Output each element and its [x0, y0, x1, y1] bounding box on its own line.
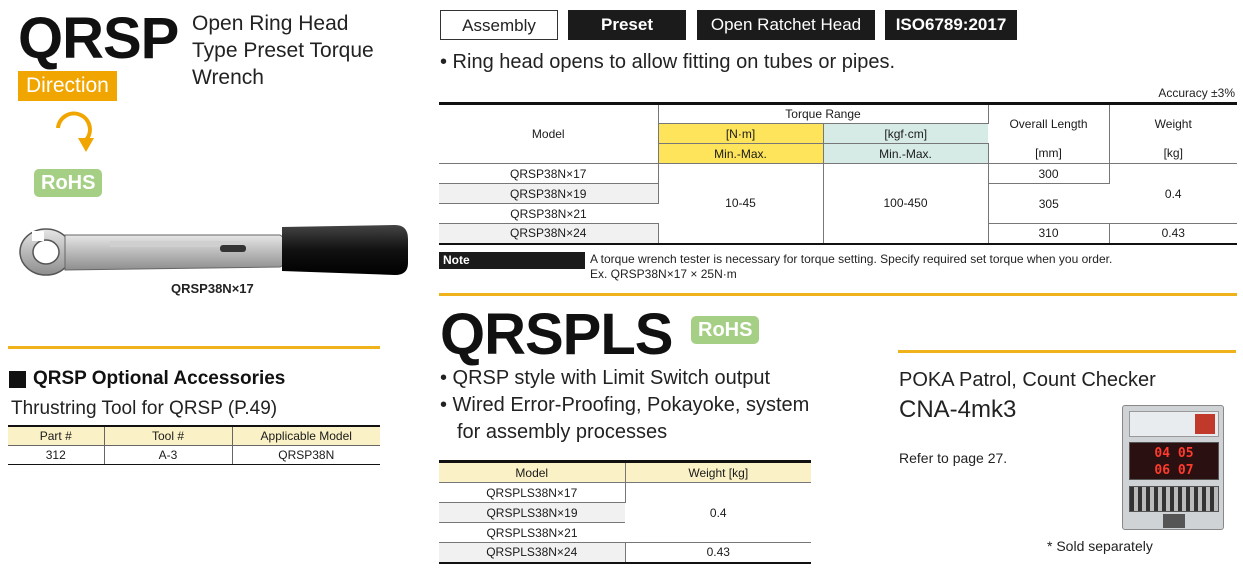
section-divider	[439, 293, 1237, 296]
rotation-arrow-icon	[56, 111, 94, 152]
col-weight-unit: [kg]	[1109, 143, 1237, 164]
col-model: Model	[439, 103, 659, 164]
model-cell: QRSP38N×24	[439, 223, 659, 244]
note-text: A torque wrench tester is necessary for …	[590, 252, 1113, 281]
table-row: QRSPLS38N×24 0.43	[439, 542, 811, 563]
model-cell: QRSP38N×17	[439, 163, 659, 184]
product-title-qrsp: QRSP	[18, 6, 179, 71]
weight-cell: 0.4	[625, 482, 811, 543]
feature-bullet: • Ring head opens to allow fitting on tu…	[440, 51, 896, 73]
product-caption: QRSP38N×17	[171, 281, 254, 296]
poka-refer: Refer to page 27.	[899, 450, 1008, 466]
rohs-badge: RoHS	[691, 316, 760, 344]
col-torque-range: Torque Range	[658, 103, 989, 124]
col-weight: Weight	[1154, 117, 1192, 132]
direction-badge: Direction	[18, 71, 117, 101]
col-nm-minmax: Min.-Max.	[658, 143, 824, 164]
col-part: Part #	[8, 426, 105, 446]
poka-model: CNA-4mk3	[899, 396, 1017, 423]
model-cell: QRSPLS38N×24	[439, 542, 626, 563]
tag-iso: ISO6789:2017	[885, 10, 1017, 40]
table-row: QRSP38N×19 305	[439, 183, 1237, 224]
tool-number: A-3	[104, 445, 233, 465]
torque-kgfcm-cell: 100-450	[823, 163, 989, 244]
poka-sold-note: * Sold separately	[1047, 538, 1153, 554]
length-cell: 305	[988, 183, 1109, 224]
accessories-divider	[8, 346, 380, 349]
device-terminal-block	[1129, 486, 1219, 512]
length-cell: 310	[988, 223, 1110, 244]
poka-divider	[898, 350, 1236, 353]
spec-table: Model Torque Range Overall Length Weight…	[439, 102, 1237, 245]
col-model: Model	[439, 461, 626, 483]
weight-cell: 0.4	[1109, 163, 1237, 224]
heading-square-icon	[9, 370, 26, 388]
accuracy-label: Accuracy ±3%	[1158, 86, 1235, 100]
wrench-image	[19, 225, 408, 276]
model-cell: QRSPLS38N×21	[439, 522, 625, 543]
tag-preset: Preset	[568, 10, 686, 40]
col-kgfcm-minmax: Min.-Max.	[823, 143, 989, 164]
col-overall-length: Overall Length	[988, 103, 1110, 144]
qrspls-bullets: • QRSP style with Limit Switch output • …	[440, 367, 810, 443]
model-cell: QRSP38N×19	[439, 183, 659, 204]
product-subtitle: Open Ring Head Type Preset Torque Wrench	[192, 12, 374, 89]
model-cell: QRSPLS38N×19	[439, 502, 625, 523]
accessories-subtitle: Thrustring Tool for QRSP (P.49)	[11, 398, 278, 419]
table-row: QRSP38N×24 310 0.43	[439, 223, 1237, 244]
device-indicator	[1195, 414, 1215, 434]
col-length-unit: [mm]	[988, 143, 1110, 164]
device-display: 04 05 06 07	[1129, 442, 1219, 480]
rohs-badge: RoHS	[34, 169, 103, 197]
applicable-model: QRSP38N	[232, 445, 380, 465]
col-kgfcm: [kgf·cm]	[823, 123, 988, 144]
qrspls-table: Model Weight [kg] QRSPLS38N×17 0.4 QRSPL…	[439, 460, 811, 564]
tag-assembly: Assembly	[440, 10, 558, 40]
poka-device-image: 04 05 06 07	[1122, 405, 1224, 530]
accessories-table: Part # Tool # Applicable Model 312 A-3 Q…	[8, 425, 380, 465]
poka-title: POKA Patrol, Count Checker	[899, 369, 1156, 391]
table-row: QRSP38N×21	[439, 203, 1237, 224]
table-row: QRSPLS38N×21	[439, 522, 811, 543]
table-row: QRSPLS38N×17 0.4	[439, 482, 811, 543]
table-row: 312 A-3 QRSP38N	[8, 445, 380, 465]
weight-cell: 0.43	[625, 542, 811, 563]
accessories-heading: QRSP Optional Accessories	[9, 368, 285, 390]
product-title-qrspls: QRSPLS	[440, 302, 673, 367]
col-applicable-model: Applicable Model	[232, 426, 380, 446]
length-cell: 300	[988, 163, 1110, 184]
tag-open-ratchet-head: Open Ratchet Head	[697, 10, 875, 40]
col-nm: [N·m]	[658, 123, 824, 144]
model-cell: QRSP38N×21	[439, 203, 658, 224]
part-number: 312	[8, 445, 105, 465]
col-weight: Weight [kg]	[625, 461, 811, 483]
model-cell: QRSPLS38N×17	[439, 482, 626, 503]
device-bracket	[1163, 514, 1185, 528]
note-label: Note	[439, 252, 585, 269]
table-row: QRSP38N×17 10-45 100-450 300 0.4	[439, 163, 1237, 244]
table-row: QRSPLS38N×19	[439, 502, 811, 523]
col-tool: Tool #	[104, 426, 233, 446]
torque-nm-cell: 10-45	[658, 163, 824, 244]
weight-cell: 0.43	[1109, 223, 1237, 244]
